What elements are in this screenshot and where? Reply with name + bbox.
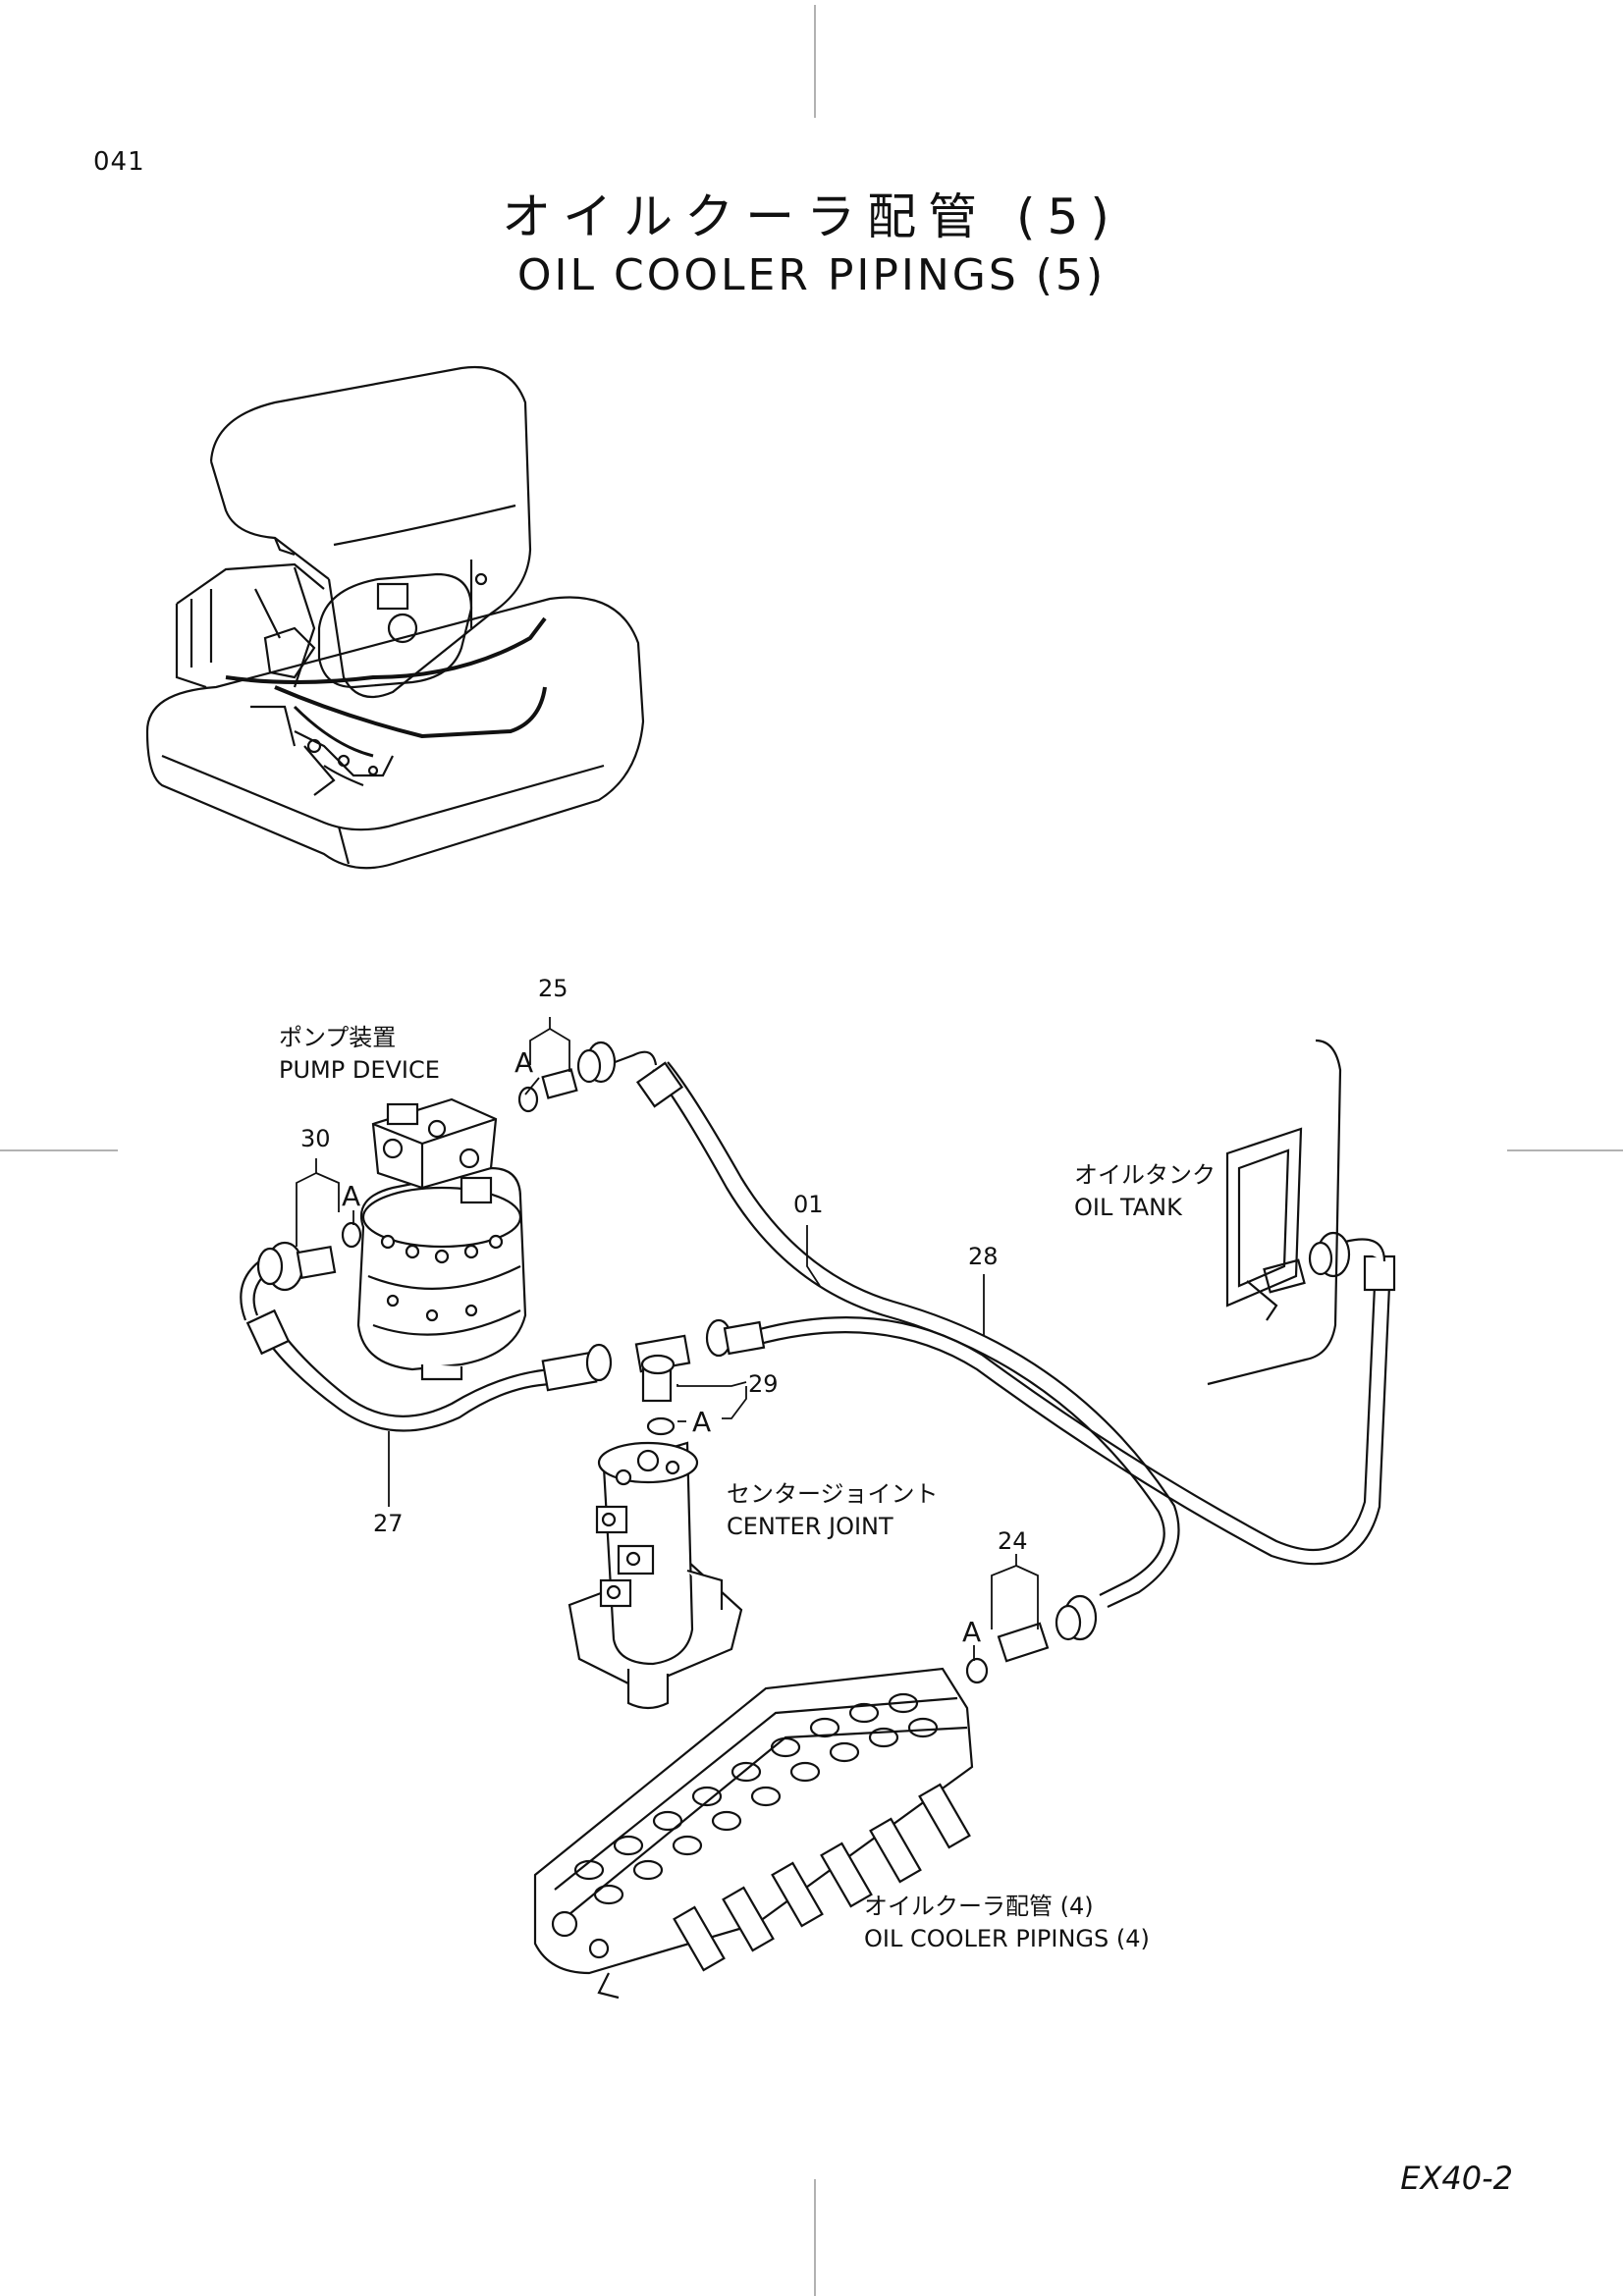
label-center-jp: センタージョイント (727, 1480, 939, 1508)
callout-28: 28 (968, 1243, 999, 1270)
callout-24: 24 (998, 1527, 1028, 1555)
callout-30: 30 (300, 1125, 331, 1152)
hose-01 (652, 1061, 1180, 1608)
title-block: オイルクーラ配管 (5) OIL COOLER PIPINGS (5) (0, 187, 1623, 304)
model-code: EX40-2 (1400, 2160, 1513, 2197)
callout-numbers: 25 30 01 28 29 27 24 (300, 975, 1028, 1555)
fitting-29-tee (541, 1318, 766, 1436)
callout-25: 25 (538, 975, 568, 1002)
label-tank-jp: オイルタンク (1074, 1161, 1216, 1189)
label-pump-en: PUMP DEVICE (279, 1056, 440, 1084)
label-ref-en: OIL COOLER PIPINGS (4) (864, 1925, 1150, 1952)
crop-marks (0, 5, 1623, 2296)
callout-a-letters: A A A A (342, 1046, 981, 1648)
page-title-en: OIL COOLER PIPINGS (5) (516, 250, 1107, 300)
callout-a-center: A (692, 1406, 711, 1438)
page-title-jp: オイルクーラ配管 (5) (502, 188, 1121, 245)
fitting-24 (965, 1594, 1098, 1684)
callout-29: 29 (748, 1370, 779, 1398)
callout-27: 27 (373, 1510, 404, 1537)
leader-lines (296, 1017, 1039, 1661)
page-number: 041 (93, 147, 145, 177)
fitting-30 (256, 1221, 362, 1292)
label-ref-jp: オイルクーラ配管 (4) (864, 1893, 1094, 1920)
pump-device-illustration (356, 1097, 527, 1381)
fitting-25 (517, 1041, 658, 1113)
fitting-oil-tank (1263, 1231, 1386, 1294)
callout-a-valve: A (962, 1616, 981, 1648)
center-joint-illustration (568, 1441, 743, 1710)
label-pump-jp: ポンプ装置 (279, 1024, 396, 1051)
callout-a-pump: A (342, 1180, 360, 1212)
oil-tank-illustration (1207, 1039, 1342, 1386)
hose-28 (755, 1285, 1391, 1566)
component-labels: ポンプ装置 PUMP DEVICE オイルタンク OIL TANK センタージョ… (279, 1024, 1216, 1952)
excavator-overview-illustration (145, 365, 645, 870)
control-valve-illustration (533, 1667, 974, 2000)
hose-sleeves (245, 1061, 1396, 1356)
callout-01: 01 (793, 1191, 824, 1218)
callout-a-top: A (514, 1046, 533, 1079)
label-center-en: CENTER JOINT (727, 1513, 893, 1540)
label-tank-en: OIL TANK (1074, 1194, 1183, 1221)
